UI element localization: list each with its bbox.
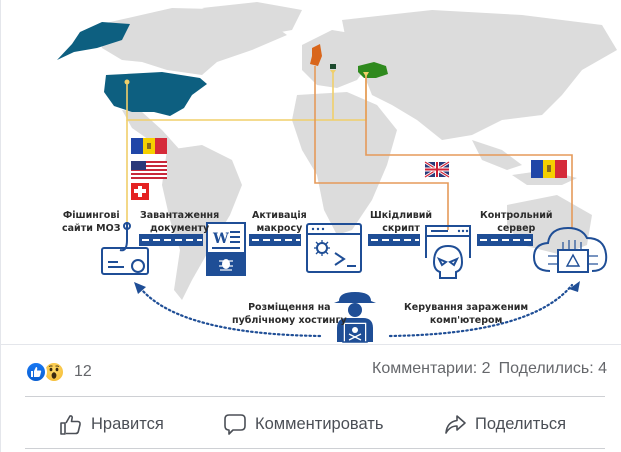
share-button[interactable]: Поделиться [443,413,566,435]
step-label-line: сервер [497,223,536,234]
actions-bottom-divider [25,448,605,449]
step-label-script: Шкідливий скрипт [370,209,432,235]
step-label-line: Активація [252,210,307,221]
step-label-phishing: Фішингові сайти МОЗ [62,209,120,235]
step-label-line: скрипт [382,223,420,234]
like-button-label: Нравится [91,414,164,433]
thumbs-up-icon [60,415,81,435]
dashed-connectors [139,234,533,246]
skull-browser-icon [425,225,471,279]
moldova-flag-right [531,160,567,178]
shares-count-link[interactable]: Поделились: 4 [498,360,607,377]
step-label-c2-server: Контрольний сервер [480,209,553,235]
moldova-flag [131,138,167,154]
step-label-line: сайти МОЗ [62,223,121,234]
note-line: публічному хостингу [232,315,347,326]
note-public-hosting: Розміщення на публічному хостингу [232,301,347,327]
step-label-line: макросу [256,223,303,234]
speech-bubble-icon [224,414,246,435]
terminal-virus-icon [306,223,362,273]
step-label-line: Контрольний [480,210,553,221]
step-label-download: Завантаження документу [140,209,219,235]
usa-flag [131,161,167,179]
post-stats: Комментарии: 2 Поделились: 4 [372,360,607,378]
share-button-label: Поделиться [475,414,567,433]
uk-flag [424,160,450,179]
world-map-illustration: W [57,2,617,343]
phishing-hook-icon [101,222,149,275]
note-line: Розміщення на [248,302,331,313]
reaction-count: 12 [74,363,92,380]
note-line: комп'ютером [429,315,503,326]
switzerland-flag [131,183,149,200]
comment-button[interactable]: Комментировать [223,412,383,436]
svg-text:W: W [212,231,229,247]
note-line: Керування зараженим [404,302,529,313]
word-document-icon: W [206,222,246,276]
image-bottom-divider [1,344,621,345]
post-image-infographic[interactable]: W [2,0,621,344]
step-label-macro: Активація макросу [252,209,307,235]
step-label-line: документу [149,223,210,234]
note-control-infected-pc: Керування зараженим комп'ютером [404,301,528,327]
comments-count-link[interactable]: Комментарии: 2 [372,360,491,377]
like-reaction-icon [25,361,47,383]
step-label-line: Шкідливий [370,210,433,221]
stats-divider [25,396,605,397]
share-arrow-icon [445,415,466,434]
cloud-server-alert-icon [532,226,608,273]
reactions-summary[interactable]: 12 [25,358,92,386]
like-button[interactable]: Нравится [59,413,164,435]
step-label-line: Завантаження [140,210,220,221]
post-actions-bar: Нравится Комментировать Поделиться [25,404,605,444]
hacker-icon [334,292,376,343]
step-label-line: Фішингові [62,210,120,221]
comment-button-label: Комментировать [255,414,384,433]
